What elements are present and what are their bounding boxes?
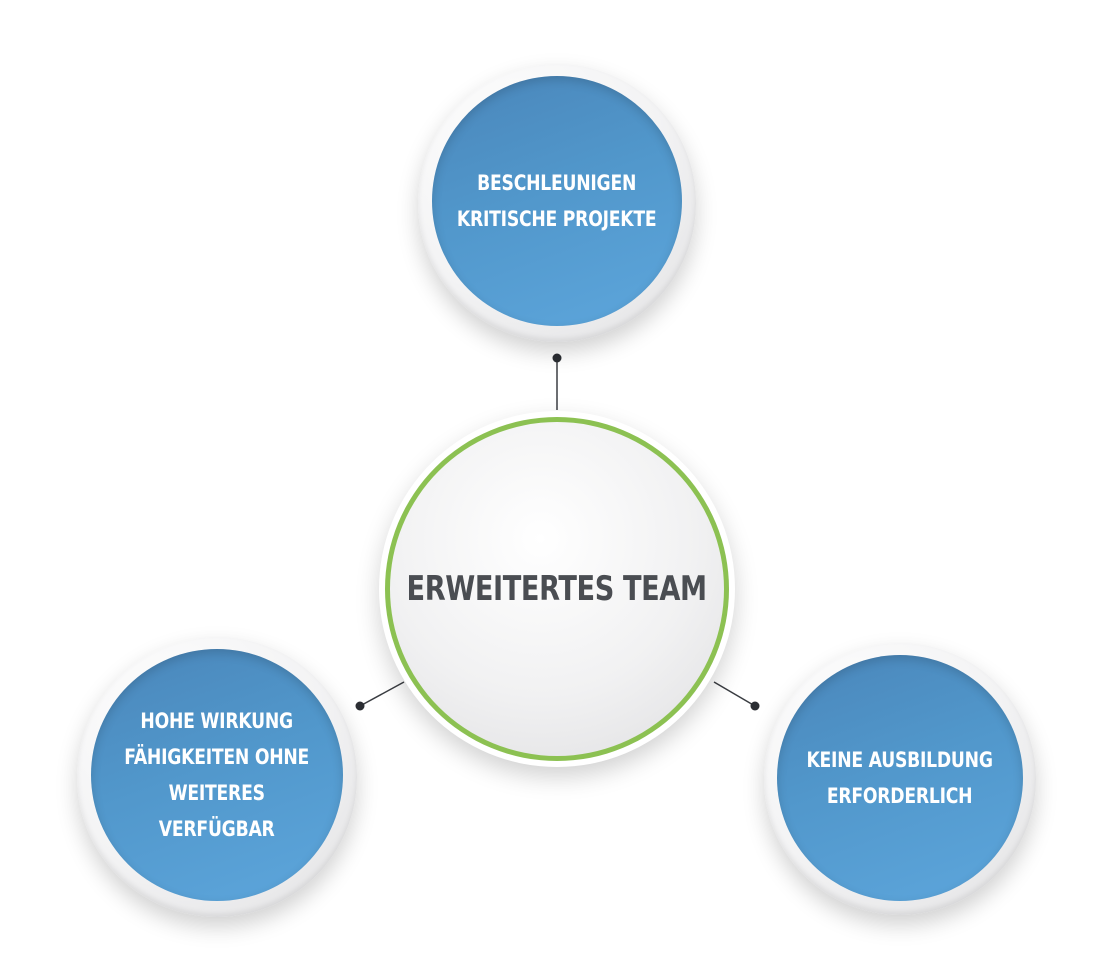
node-top-disc: BESCHLEUNIGEN KRITISCHE PROJEKTE <box>432 76 682 326</box>
node-right-label: KEINE AUSBILDUNG ERFORDERLICH <box>806 748 994 808</box>
node-left-disc: HOHE WIRKUNG FÄHIGKEITEN OHNE WEITERES V… <box>91 649 343 901</box>
connector-top-dot <box>552 353 562 363</box>
node-right: KEINE AUSBILDUNG ERFORDERLICH <box>764 643 1036 915</box>
node-left: HOHE WIRKUNG FÄHIGKEITEN OHNE WEITERES V… <box>77 637 357 917</box>
node-left-label: HOHE WIRKUNG FÄHIGKEITEN OHNE WEITERES V… <box>124 709 310 841</box>
connector-left <box>359 681 405 707</box>
node-right-disc: KEINE AUSBILDUNG ERFORDERLICH <box>777 655 1023 901</box>
center-node-ring: ERWEITERTES TEAM <box>385 417 729 761</box>
center-node-disc: ERWEITERTES TEAM <box>390 422 724 756</box>
center-node-label: ERWEITERTES TEAM <box>406 569 708 609</box>
center-node: ERWEITERTES TEAM <box>379 411 735 767</box>
connector-right-dot <box>750 701 760 711</box>
node-top-label: BESCHLEUNIGEN KRITISCHE PROJEKTE <box>457 171 657 231</box>
node-top: BESCHLEUNIGEN KRITISCHE PROJEKTE <box>418 64 696 342</box>
connector-right <box>713 681 756 707</box>
connector-left-dot <box>355 701 365 711</box>
